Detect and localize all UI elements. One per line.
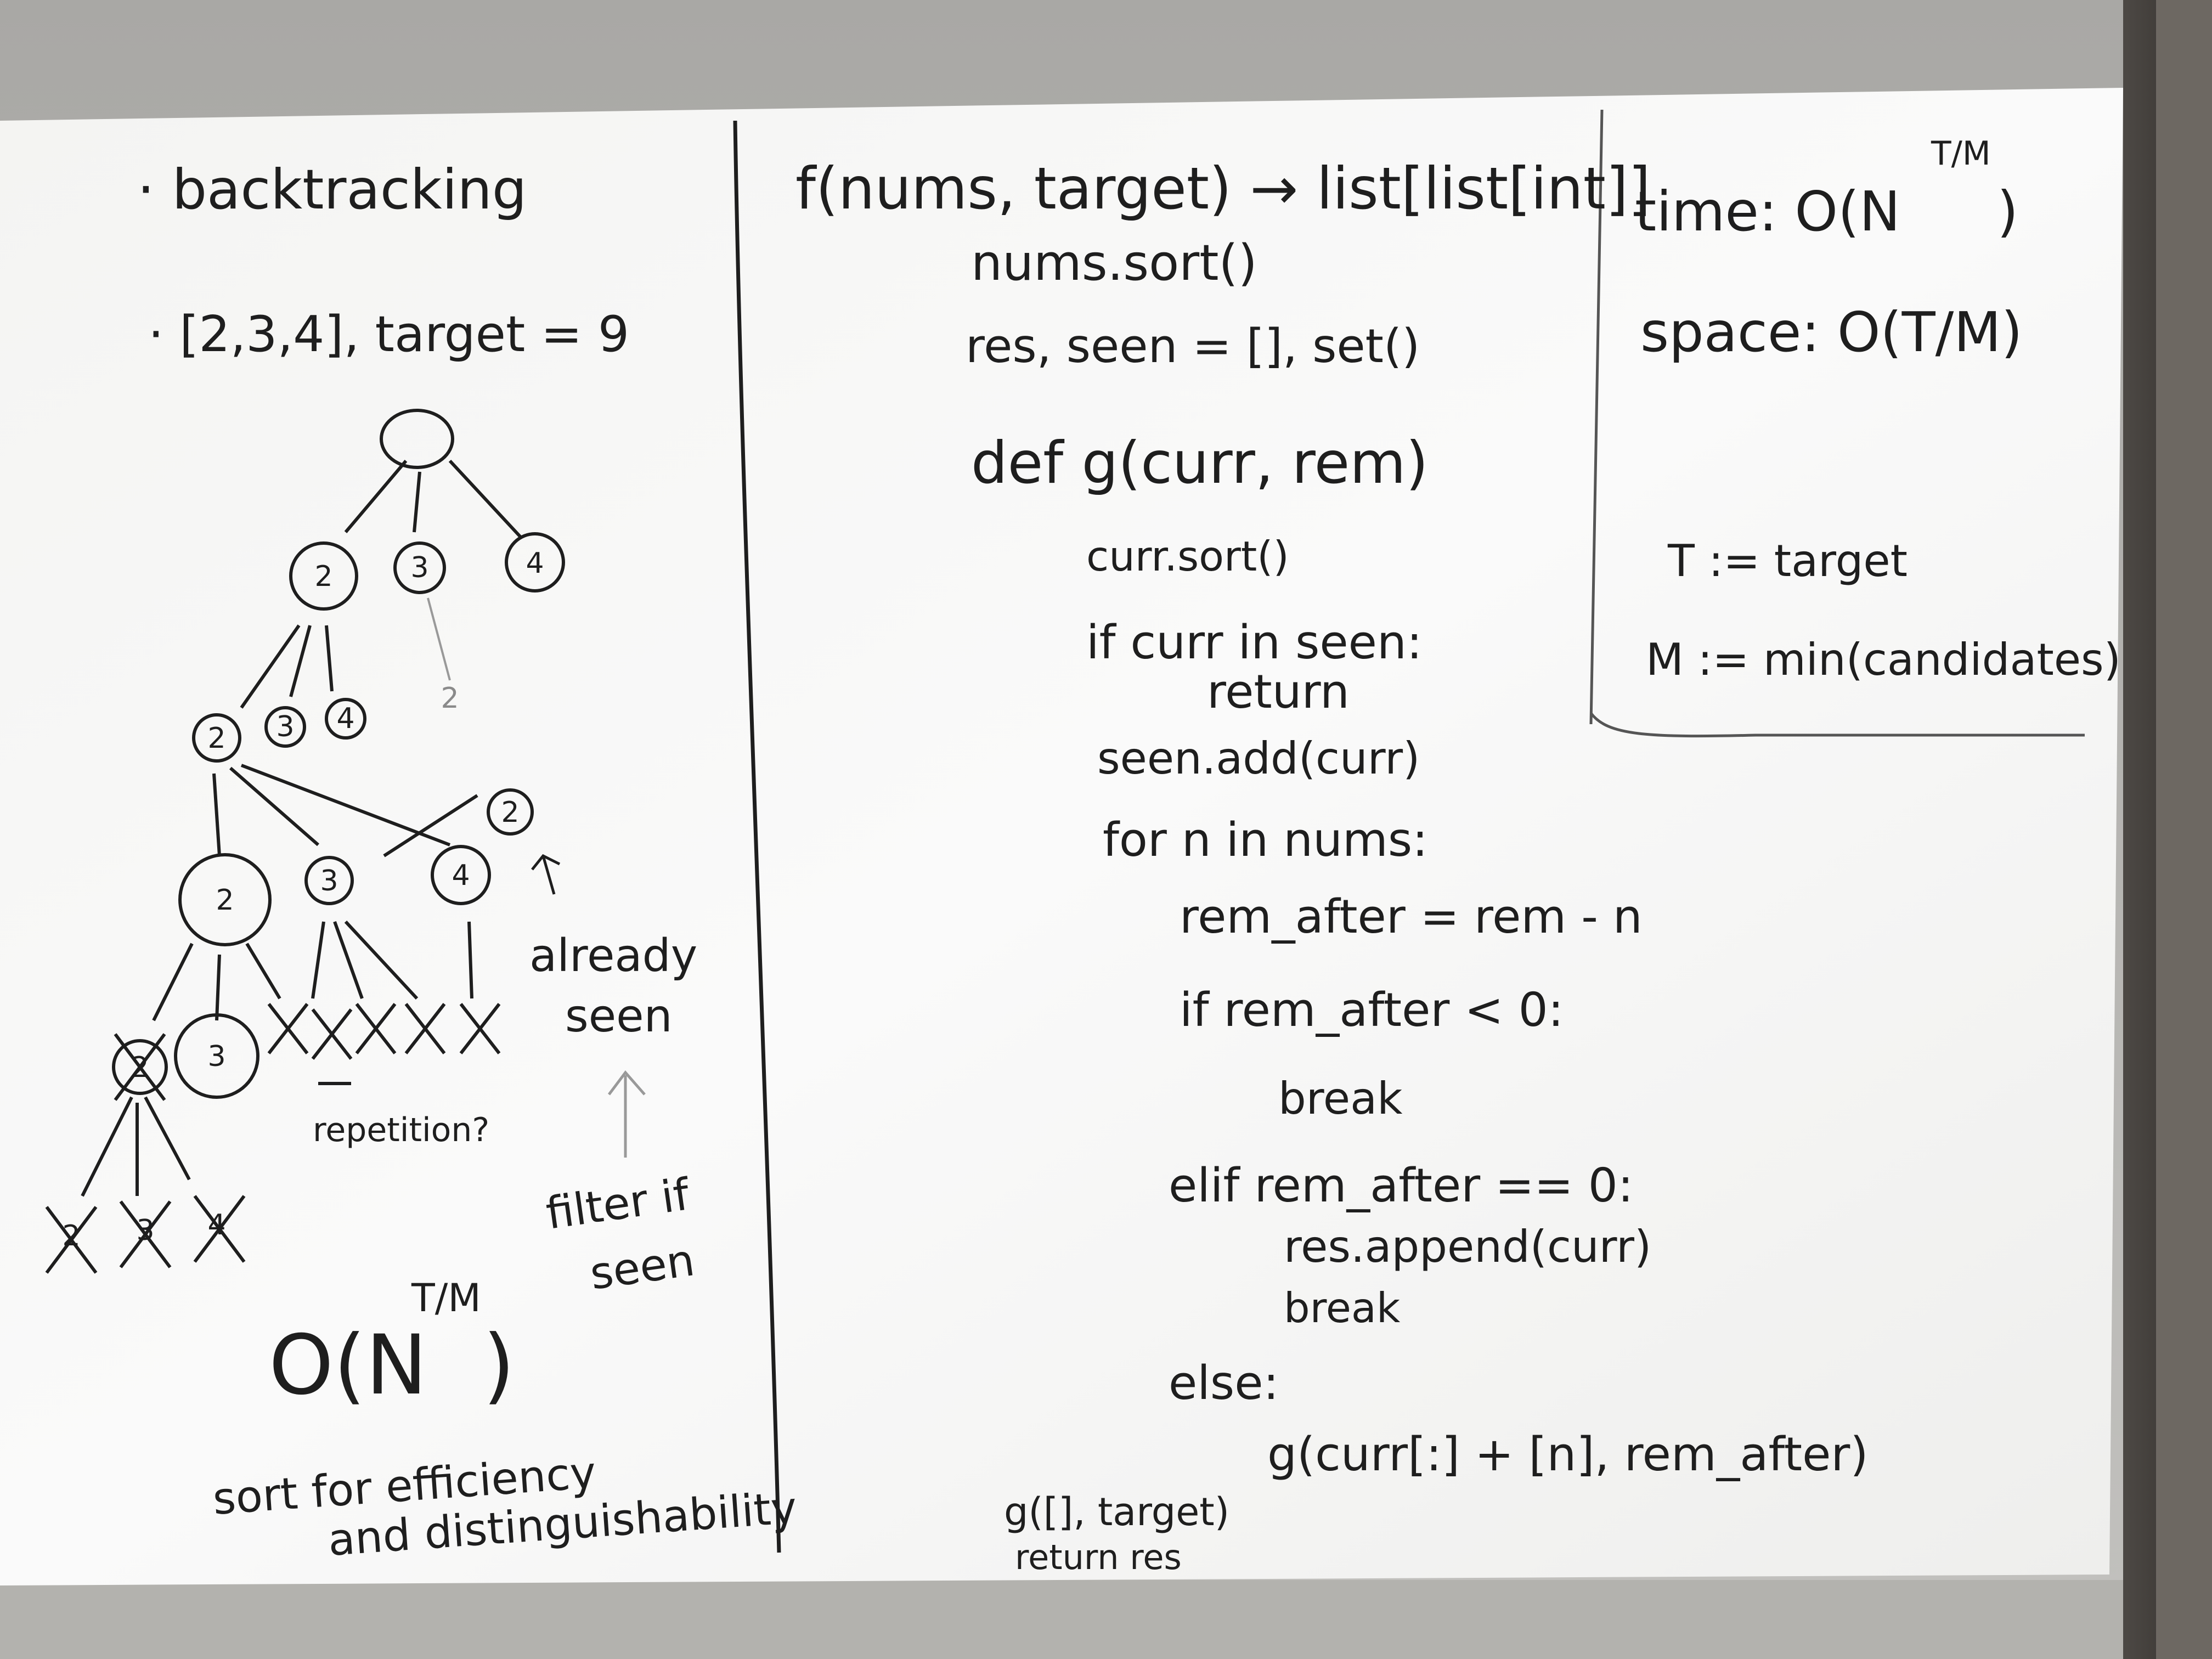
right-panel: time: O(N T/M ) space: O(T/M) T := targe… <box>1635 134 2121 685</box>
tree-node <box>112 1039 168 1095</box>
tree-node <box>174 1013 259 1099</box>
time-complexity: time: O(N <box>1635 179 1900 244</box>
node-label: 3 <box>320 865 338 898</box>
tree-node <box>505 532 565 592</box>
complexity-close: ) <box>483 1318 515 1413</box>
divider-left <box>733 120 781 1553</box>
node-label: 3 <box>410 551 428 584</box>
code-line-append: res.append(curr) <box>1284 1221 1651 1272</box>
node-label: 2 <box>207 722 225 755</box>
code-line-curr-sort: curr.sort() <box>1086 532 1289 580</box>
code-line-init: res, seen = [], set() <box>966 319 1420 374</box>
door-frame-edge <box>2156 0 2212 1659</box>
tree-node <box>393 541 446 594</box>
code-line-def: def g(curr, rem) <box>971 430 1428 496</box>
middle-panel: f(nums, target) → list[list[int]] nums.s… <box>795 155 1869 1577</box>
node-label: 4 <box>336 702 354 735</box>
tree-node <box>289 541 358 611</box>
node-label: 2 <box>216 884 234 917</box>
def-target: T := target <box>1667 535 1908 586</box>
code-line-rem-after: rem_after = rem - n <box>1180 890 1643 944</box>
tree-node <box>431 845 491 905</box>
whiteboard <box>0 88 2123 1585</box>
tree-node <box>304 856 354 905</box>
node-label-faint: 2 <box>441 682 459 715</box>
node-label: 3 <box>276 710 294 743</box>
node-label: 2 <box>501 796 519 829</box>
divider-right <box>1589 109 1604 725</box>
note-repetition: repetition? <box>313 1111 489 1149</box>
time-close: ) <box>1997 179 2018 244</box>
tree-edges <box>81 459 523 1197</box>
code-line-break-2: break <box>1284 1284 1401 1332</box>
tree-node <box>192 713 241 763</box>
code-line-if-seen: if curr in seen: <box>1086 616 1422 670</box>
tree-node <box>325 698 366 740</box>
code-line-recurse: g(curr[:] + [n], rem_after) <box>1267 1427 1869 1482</box>
arrowhead-icon <box>531 854 561 871</box>
arrowhead-faint-icon <box>608 1070 646 1096</box>
tree-nodes <box>112 409 565 1099</box>
code-line-if-negative: if rem_after < 0: <box>1180 983 1564 1037</box>
code-line-sort: nums.sort() <box>971 234 1257 292</box>
code-line-else: else: <box>1169 1356 1279 1410</box>
right-box-underline <box>1590 712 2085 738</box>
code-line-return-res: return res <box>1015 1537 1182 1577</box>
code-line-call: g([], target) <box>1004 1489 1229 1534</box>
time-exponent: T/M <box>1931 134 1991 173</box>
tree-node <box>178 853 272 946</box>
heading-backtracking: · backtracking <box>137 157 527 222</box>
code-line-break-1: break <box>1278 1073 1403 1124</box>
node-label: 4 <box>452 859 470 892</box>
code-line-return: return <box>1207 665 1350 719</box>
code-signature: f(nums, target) → list[list[int]] <box>795 155 1651 222</box>
note-already: already <box>529 930 697 982</box>
node-label: 4 <box>526 547 544 580</box>
code-line-for: for n in nums: <box>1103 813 1428 867</box>
tree-root <box>380 409 454 469</box>
arrow-up-icon <box>541 855 556 895</box>
note-seen: seen <box>565 990 673 1042</box>
def-min-candidates: M := min(candidates) <box>1646 634 2121 685</box>
complexity-base: O(N <box>269 1318 427 1413</box>
lower-wall <box>0 1580 2212 1659</box>
code-line-elif: elif rem_after == 0: <box>1169 1159 1633 1213</box>
crossed-nodes <box>45 1003 501 1274</box>
space-complexity: space: O(T/M) <box>1640 300 2023 364</box>
node-label: 3 <box>207 1040 225 1073</box>
tree-node <box>487 788 534 836</box>
example-input: · [2,3,4], target = 9 <box>148 306 629 363</box>
complexity-exponent: T/M <box>411 1276 481 1321</box>
tree-node <box>264 706 306 748</box>
node-label: 2 <box>314 560 332 593</box>
faint-edge <box>427 597 451 681</box>
code-line-seen-add: seen.add(curr) <box>1097 733 1420 784</box>
